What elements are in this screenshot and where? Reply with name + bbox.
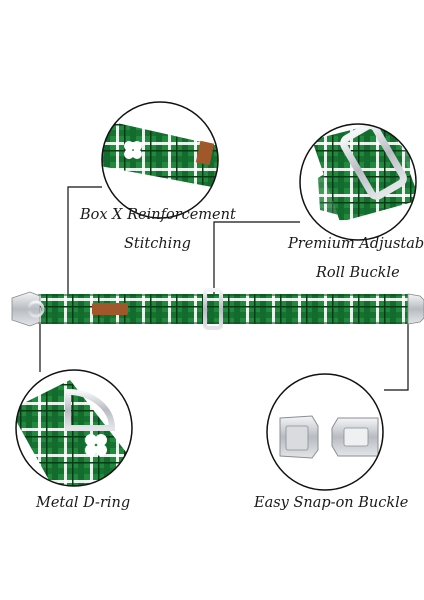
leather-tag (92, 303, 128, 315)
snap-buckle-left (11, 291, 45, 327)
detail-snap-buckle (266, 373, 384, 491)
detail-d-ring (15, 369, 133, 487)
collar-strap (38, 288, 410, 330)
roll-buckle (203, 288, 223, 330)
caption-snap-buckle: Easy Snap-on Buckle (254, 495, 409, 511)
caption-box-x-line2: Stitching (124, 236, 191, 252)
caption-d-ring: Metal D-ring (36, 495, 131, 511)
caption-roll-buckle-line1: Premium Adjustable (288, 236, 424, 252)
caption-roll-buckle-line2: Roll Buckle (316, 265, 400, 281)
snap-buckle-right (407, 293, 424, 325)
detail-box-x-stitching (101, 101, 219, 219)
caption-box-x-line1: Box X Reinforcement (80, 207, 236, 223)
connector-lines (39, 186, 409, 391)
detail-roll-buckle (299, 123, 417, 241)
